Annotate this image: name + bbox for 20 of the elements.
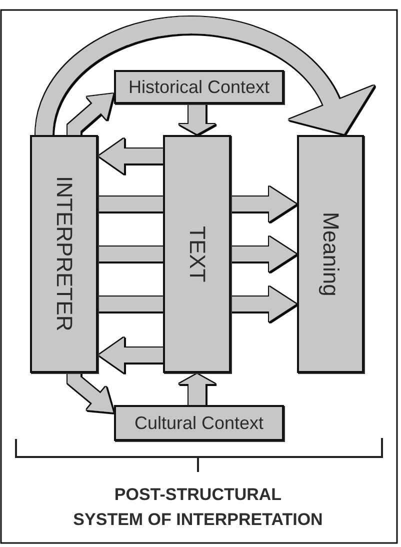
box-label: Cultural Context [134,412,264,434]
block-arrow [68,94,114,135]
column-box [163,135,231,373]
column-box [30,135,98,373]
vertical-label: Meaning [318,212,343,296]
connector-bar [98,246,163,262]
context-box [114,70,284,104]
column-box [297,135,364,373]
caption: POST-STRUCTURAL SYSTEM OF INTERPRETATION [72,484,324,531]
connector-bar [98,196,163,212]
block-arrow [179,374,215,405]
block-arrow [231,186,296,222]
vertical-label: INTERPRETER [52,176,76,332]
block-arrow [231,236,296,272]
block-arrow [68,373,114,412]
vertical-label: TEXT [184,226,210,282]
box-label: Historical Context [128,76,270,98]
context-box [114,405,284,441]
connector-bar [98,296,163,312]
block-arrow [179,104,215,134]
